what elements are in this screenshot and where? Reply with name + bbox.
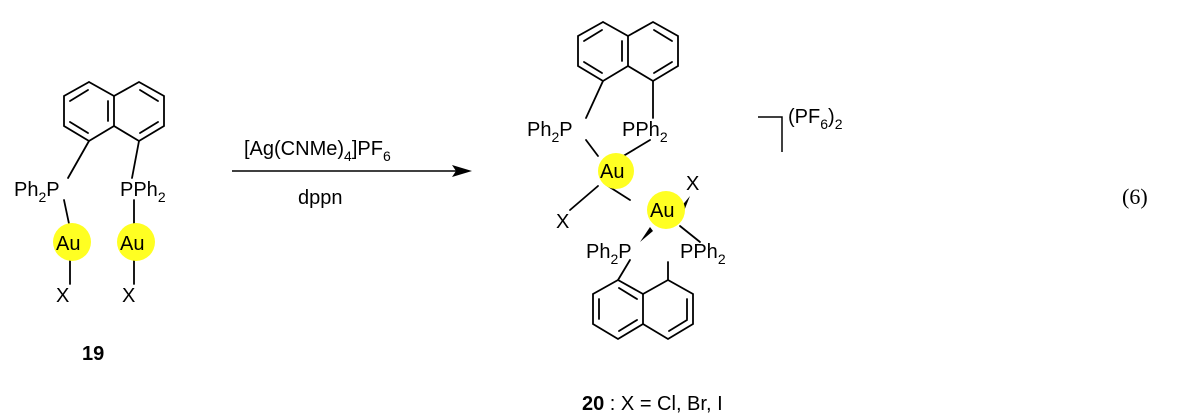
gold-atom-bottom: Au xyxy=(650,200,674,222)
phosphine-left: Ph2P xyxy=(14,179,60,205)
halide-atom: X xyxy=(56,285,69,307)
wedge-bond xyxy=(640,227,653,242)
reaction-arrow-group: [Ag(CNMe)4]PF6 dppn xyxy=(232,138,472,209)
naphthalene-bottom xyxy=(592,259,694,341)
halide-atom: X xyxy=(122,285,135,307)
arrow-head xyxy=(452,165,472,177)
phosphine-top-left: Ph2P xyxy=(527,119,573,145)
phosphine-bottom-right: PPh2 xyxy=(680,241,726,267)
gold-atom: Au xyxy=(56,233,80,255)
compound-label-20: 20 : X = Cl, Br, I xyxy=(582,393,723,415)
halide-atom: X xyxy=(556,211,569,233)
compound-19: Ph2P PPh2 Au Au X X 19 xyxy=(14,80,166,365)
gold-atom: Au xyxy=(120,233,144,255)
gold-highlight xyxy=(117,223,155,261)
gold-highlight xyxy=(647,191,685,229)
compound-label-19: 19 xyxy=(82,343,104,365)
halide-atom: X xyxy=(686,173,699,195)
compound-20: Ph2P PPh2 Au Au X X Ph2P PPh2 (PF6)2 20 … xyxy=(527,20,843,415)
phosphine-bottom-left: Ph2P xyxy=(586,241,632,267)
reagent-line1: [Ag(CNMe)4]PF6 xyxy=(244,138,391,164)
phosphine-top-right: PPh2 xyxy=(622,119,668,145)
gold-highlight xyxy=(598,153,634,189)
coordination-bonds xyxy=(569,139,701,243)
gold-atom-top: Au xyxy=(600,161,624,183)
charge-bracket xyxy=(758,116,783,152)
naphthalene-top xyxy=(577,20,679,119)
gold-highlight xyxy=(53,223,91,261)
counterion: (PF6)2 xyxy=(788,106,843,132)
equation-number: (6) xyxy=(1122,184,1148,209)
phosphine-right: PPh2 xyxy=(120,179,166,205)
reagent-line2: dppn xyxy=(298,187,343,209)
